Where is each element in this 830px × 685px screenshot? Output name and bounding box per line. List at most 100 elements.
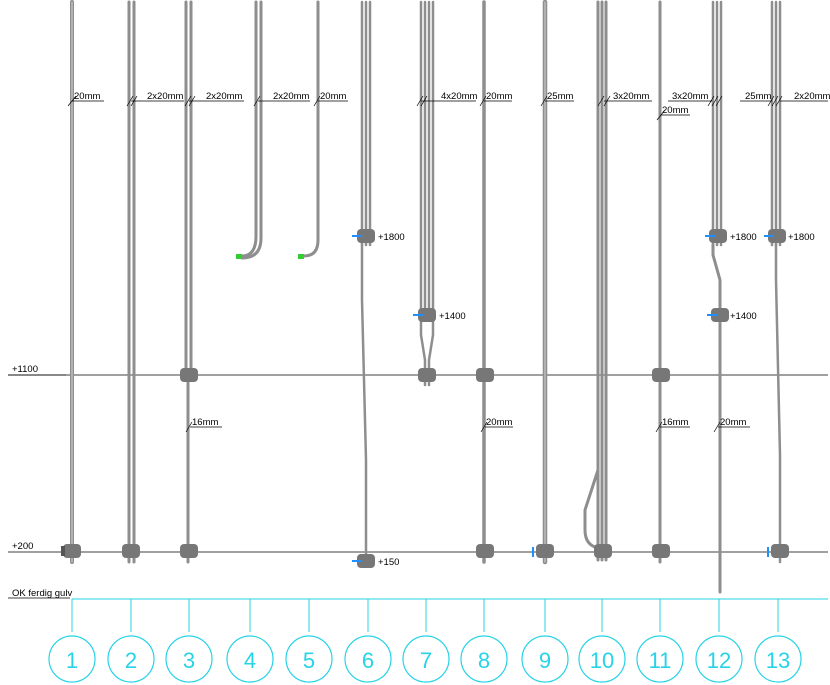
axis-bubble xyxy=(754,635,802,683)
axis-bubble xyxy=(107,635,155,683)
fitting-col-12-1400 xyxy=(707,308,729,322)
axis-col-11: 11 xyxy=(636,599,684,683)
axis-bubble xyxy=(165,635,213,683)
size-label-col-8-lower: 20mm xyxy=(486,417,512,428)
pipe-col-13 xyxy=(770,0,782,564)
fitting-col-6-1800 xyxy=(352,229,375,243)
axis-col-6: 6 xyxy=(344,599,392,683)
level-label-1100: +1100 xyxy=(12,364,38,375)
size-label-col-11-lower: 16mm xyxy=(662,417,688,428)
level-label-200: +200 xyxy=(12,541,33,552)
size-label-col-3-lower: 16mm xyxy=(192,417,218,428)
elevation-mark-col-12-1400: +1400 xyxy=(730,311,757,322)
elevation-marks: +1800 +150 +1400 +1800 +1400 +1800 xyxy=(378,232,815,568)
axis-col-1: 1 xyxy=(48,599,96,683)
floor-label: OK ferdig gulv xyxy=(12,588,72,599)
axis-col-10: 10 xyxy=(578,599,626,683)
size-label-col-10: 3x20mm xyxy=(613,91,650,102)
pipe-col-5 xyxy=(298,0,320,259)
axis-number: 12 xyxy=(707,648,731,673)
fitting-col-2-200 xyxy=(122,544,140,558)
axis-col-8: 8 xyxy=(460,599,508,683)
axis-number: 8 xyxy=(478,648,490,673)
elevation-mark-col-7-1400: +1400 xyxy=(439,311,466,322)
axis-bubble xyxy=(636,635,684,683)
pipe-col-6 xyxy=(360,0,372,564)
fitting-col-7-1400 xyxy=(413,308,436,322)
size-label-col-9: 25mm xyxy=(547,91,573,102)
level-lines: +1100 +200 OK ferdig gulv xyxy=(8,364,828,599)
pipe-col-4 xyxy=(236,0,263,260)
axis-col-4: 4 xyxy=(226,599,274,683)
axis-col-13: 13 xyxy=(754,599,802,683)
size-label-col-8: 20mm xyxy=(486,91,512,102)
axis-number: 3 xyxy=(183,648,195,673)
pipes xyxy=(70,0,782,594)
axis-col-2: 2 xyxy=(107,599,155,683)
axis-bubble xyxy=(285,635,333,683)
pipe-end-cap-4 xyxy=(236,254,242,259)
fitting-col-8-200 xyxy=(476,544,494,558)
axis-number: 9 xyxy=(539,648,551,673)
size-label-col-11-second: 20mm xyxy=(662,105,688,116)
axis-col-12: 12 xyxy=(695,599,743,683)
fitting-col-9-200 xyxy=(532,544,554,558)
size-label-col-3: 2x20mm xyxy=(206,91,243,102)
axis-number: 4 xyxy=(244,648,256,673)
axis-col-7: 7 xyxy=(402,599,450,683)
axis-number: 13 xyxy=(766,648,790,673)
axis-bubble xyxy=(344,635,392,683)
size-label-col-12-lower: 20mm xyxy=(720,417,746,428)
axis-bubble xyxy=(460,635,508,683)
axis-number: 6 xyxy=(362,648,374,673)
pipe-col-10 xyxy=(583,0,608,562)
fittings xyxy=(61,229,789,568)
pipe-col-7 xyxy=(419,0,435,387)
size-annotations xyxy=(67,95,828,433)
size-label-col-4: 2x20mm xyxy=(273,91,310,102)
axis-number: 1 xyxy=(66,648,78,673)
pipe-col-3 xyxy=(184,0,193,564)
axis-number: 2 xyxy=(125,648,137,673)
fitting-col-12-1800 xyxy=(705,229,727,243)
size-label-col-2: 2x20mm xyxy=(147,91,184,102)
pipe-end-cap-5 xyxy=(298,254,304,259)
pipe-col-12 xyxy=(711,0,723,594)
axis-number: 10 xyxy=(590,648,614,673)
size-label-col-5: 20mm xyxy=(320,91,346,102)
fitting-col-10-200 xyxy=(594,544,612,558)
fitting-col-3-200 xyxy=(180,544,198,558)
axis-col-3: 3 xyxy=(165,599,213,683)
elevation-mark-col-6-150: +150 xyxy=(378,557,399,568)
axis-bubble xyxy=(402,635,450,683)
fitting-col-11-200 xyxy=(652,544,670,558)
fitting-col-3-1100 xyxy=(180,368,198,382)
axis-bubble xyxy=(48,635,96,683)
elevation-mark-col-12-1800: +1800 xyxy=(730,232,757,243)
axis-col-5: 5 xyxy=(285,599,333,683)
fitting-col-6-150 xyxy=(352,554,375,568)
fitting-col-13-1800 xyxy=(764,229,786,243)
axis-bubble xyxy=(695,635,743,683)
axis-number: 11 xyxy=(649,648,672,673)
pipe-col-2 xyxy=(127,0,136,564)
axis-number: 7 xyxy=(420,648,432,673)
fitting-col-8-1100 xyxy=(476,368,494,382)
fitting-col-7-1100 xyxy=(418,368,436,382)
fitting-col-11-1100 xyxy=(652,368,670,382)
elevation-mark-col-13-1800: +1800 xyxy=(788,232,815,243)
size-label-col-11: 3x20mm xyxy=(672,91,709,102)
axis-col-9: 9 xyxy=(521,599,569,683)
size-label-col-7: 4x20mm xyxy=(441,91,478,102)
elevation-mark-col-6-1800: +1800 xyxy=(378,232,405,243)
axis-bubble xyxy=(226,635,274,683)
axis-number: 5 xyxy=(303,648,315,673)
size-labels: 20mm 2x20mm 2x20mm 2x20mm 20mm 4x20mm 20… xyxy=(74,91,830,428)
fitting-col-1-200 xyxy=(61,544,81,558)
size-label-col-13-second: 2x20mm xyxy=(794,91,830,102)
axis-bubble xyxy=(521,635,569,683)
size-label-col-13: 25mm xyxy=(745,91,771,102)
size-label-col-1: 20mm xyxy=(74,91,100,102)
fitting-col-13-200 xyxy=(767,544,789,558)
